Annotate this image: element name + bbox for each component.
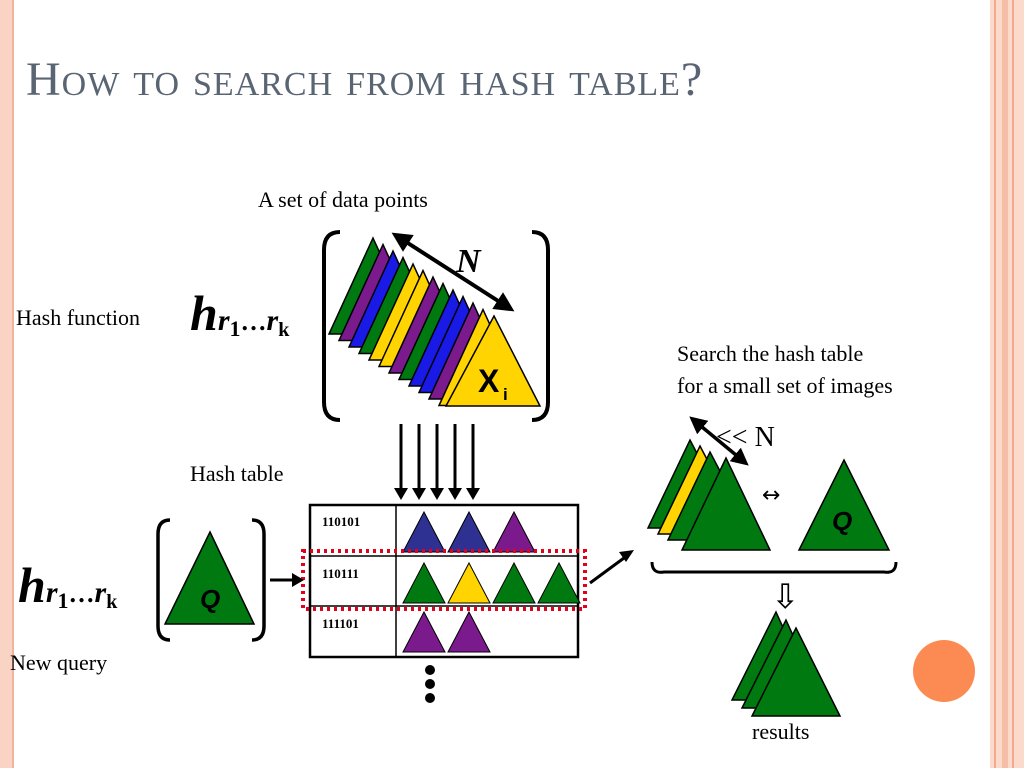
- down-arrow-head-2: [412, 488, 426, 500]
- data-set-right-bracket: [531, 230, 550, 422]
- formula-r: r: [45, 576, 58, 609]
- candidates-brace: [650, 561, 898, 574]
- right-frame-band: [990, 0, 1024, 768]
- bucket-item-triangle: [447, 510, 491, 553]
- query-q-label: Q: [200, 584, 220, 614]
- more-rows-dot: [425, 693, 435, 703]
- query-right-bracket: [251, 518, 266, 642]
- query-left-bracket: [156, 518, 171, 642]
- less-than-n-text: << N: [716, 422, 775, 453]
- search-label-line2: for a small set of images: [677, 373, 893, 398]
- formula-dots: …: [68, 579, 95, 608]
- down-arrow-head-5: [466, 488, 480, 500]
- left-frame-line: [12, 0, 14, 768]
- n-size-arrow: [391, 232, 515, 312]
- table-to-candidates-arrow-head: [619, 550, 634, 562]
- right-frame-stripe: [1002, 0, 1008, 768]
- hash-function-formula: hr1…rk: [190, 284, 289, 342]
- data-points-label: A set of data points: [258, 187, 428, 212]
- hash-code-row-3: 111101: [322, 616, 359, 631]
- down-arrow-head-3: [430, 488, 444, 500]
- query-to-table-arrow-head: [292, 573, 304, 587]
- n-label: N: [455, 243, 482, 280]
- hash-table-items: [402, 510, 581, 653]
- x-label: X: [478, 363, 500, 399]
- query-hash-formula: hr1…rk: [18, 556, 117, 614]
- formula-sub-k: k: [106, 591, 118, 613]
- x-subscript: i: [503, 385, 508, 404]
- small-n-arrow: [689, 416, 749, 466]
- hash-code-row-2: 110111: [322, 566, 359, 581]
- result-triangle: [750, 626, 842, 717]
- bucket-item-triangle: [402, 610, 446, 653]
- new-query-label: New query: [10, 650, 108, 675]
- decorative-orange-dot: [913, 640, 975, 702]
- hash-code-row-1: 110101: [322, 514, 360, 529]
- formula-sub-k: k: [278, 319, 290, 341]
- formula-dots: …: [240, 307, 267, 336]
- query-compare-q-label: Q: [832, 506, 852, 536]
- bucket-item-triangle: [447, 561, 491, 604]
- formula-h: h: [190, 285, 218, 341]
- hash-table: 110101 110111 111101: [308, 503, 581, 659]
- more-rows-dot: [425, 679, 435, 689]
- hash-table-label: Hash table: [190, 461, 284, 486]
- query-triangle: [163, 530, 256, 625]
- more-rows-dot: [425, 665, 435, 675]
- formula-r: r: [266, 304, 279, 337]
- slide-title: How to search from hash table?: [26, 53, 704, 106]
- down-arrow-head-1: [394, 488, 408, 500]
- candidate-set: [646, 438, 772, 551]
- formula-r: r: [94, 576, 107, 609]
- hash-function-label: Hash function: [16, 305, 141, 330]
- data-set-left-bracket: [322, 230, 341, 422]
- search-label-line1: Search the hash table: [677, 341, 864, 366]
- hash-table-frame: [308, 503, 580, 659]
- table-to-candidates-arrow: [589, 556, 625, 585]
- formula-r: r: [217, 304, 230, 337]
- bucket-item-triangle: [492, 561, 536, 604]
- bucket-item-triangle: [402, 561, 446, 604]
- data-points-stack: [327, 236, 542, 407]
- down-arrow-head-4: [448, 488, 462, 500]
- results-label: results: [752, 719, 810, 744]
- to-results-arrow: ⇩: [771, 577, 800, 617]
- formula-h: h: [18, 557, 46, 613]
- results-stack: [730, 610, 842, 717]
- bucket-item-triangle: [447, 610, 491, 653]
- hash-down-arrows: [394, 424, 480, 500]
- data-point-xi-triangle: [444, 314, 542, 407]
- compare-arrow: ↔: [762, 483, 780, 508]
- formula-sub-1: 1: [57, 588, 69, 613]
- bucket-item-triangle: [537, 561, 581, 604]
- candidate-triangle: [680, 456, 772, 551]
- formula-sub-1: 1: [229, 316, 241, 341]
- query-compare-triangle: [797, 458, 891, 551]
- right-frame-stripe: [1012, 0, 1014, 768]
- less-than-n-label: << N: [716, 422, 775, 453]
- left-frame-band: [0, 0, 12, 768]
- right-frame-stripe: [994, 0, 996, 768]
